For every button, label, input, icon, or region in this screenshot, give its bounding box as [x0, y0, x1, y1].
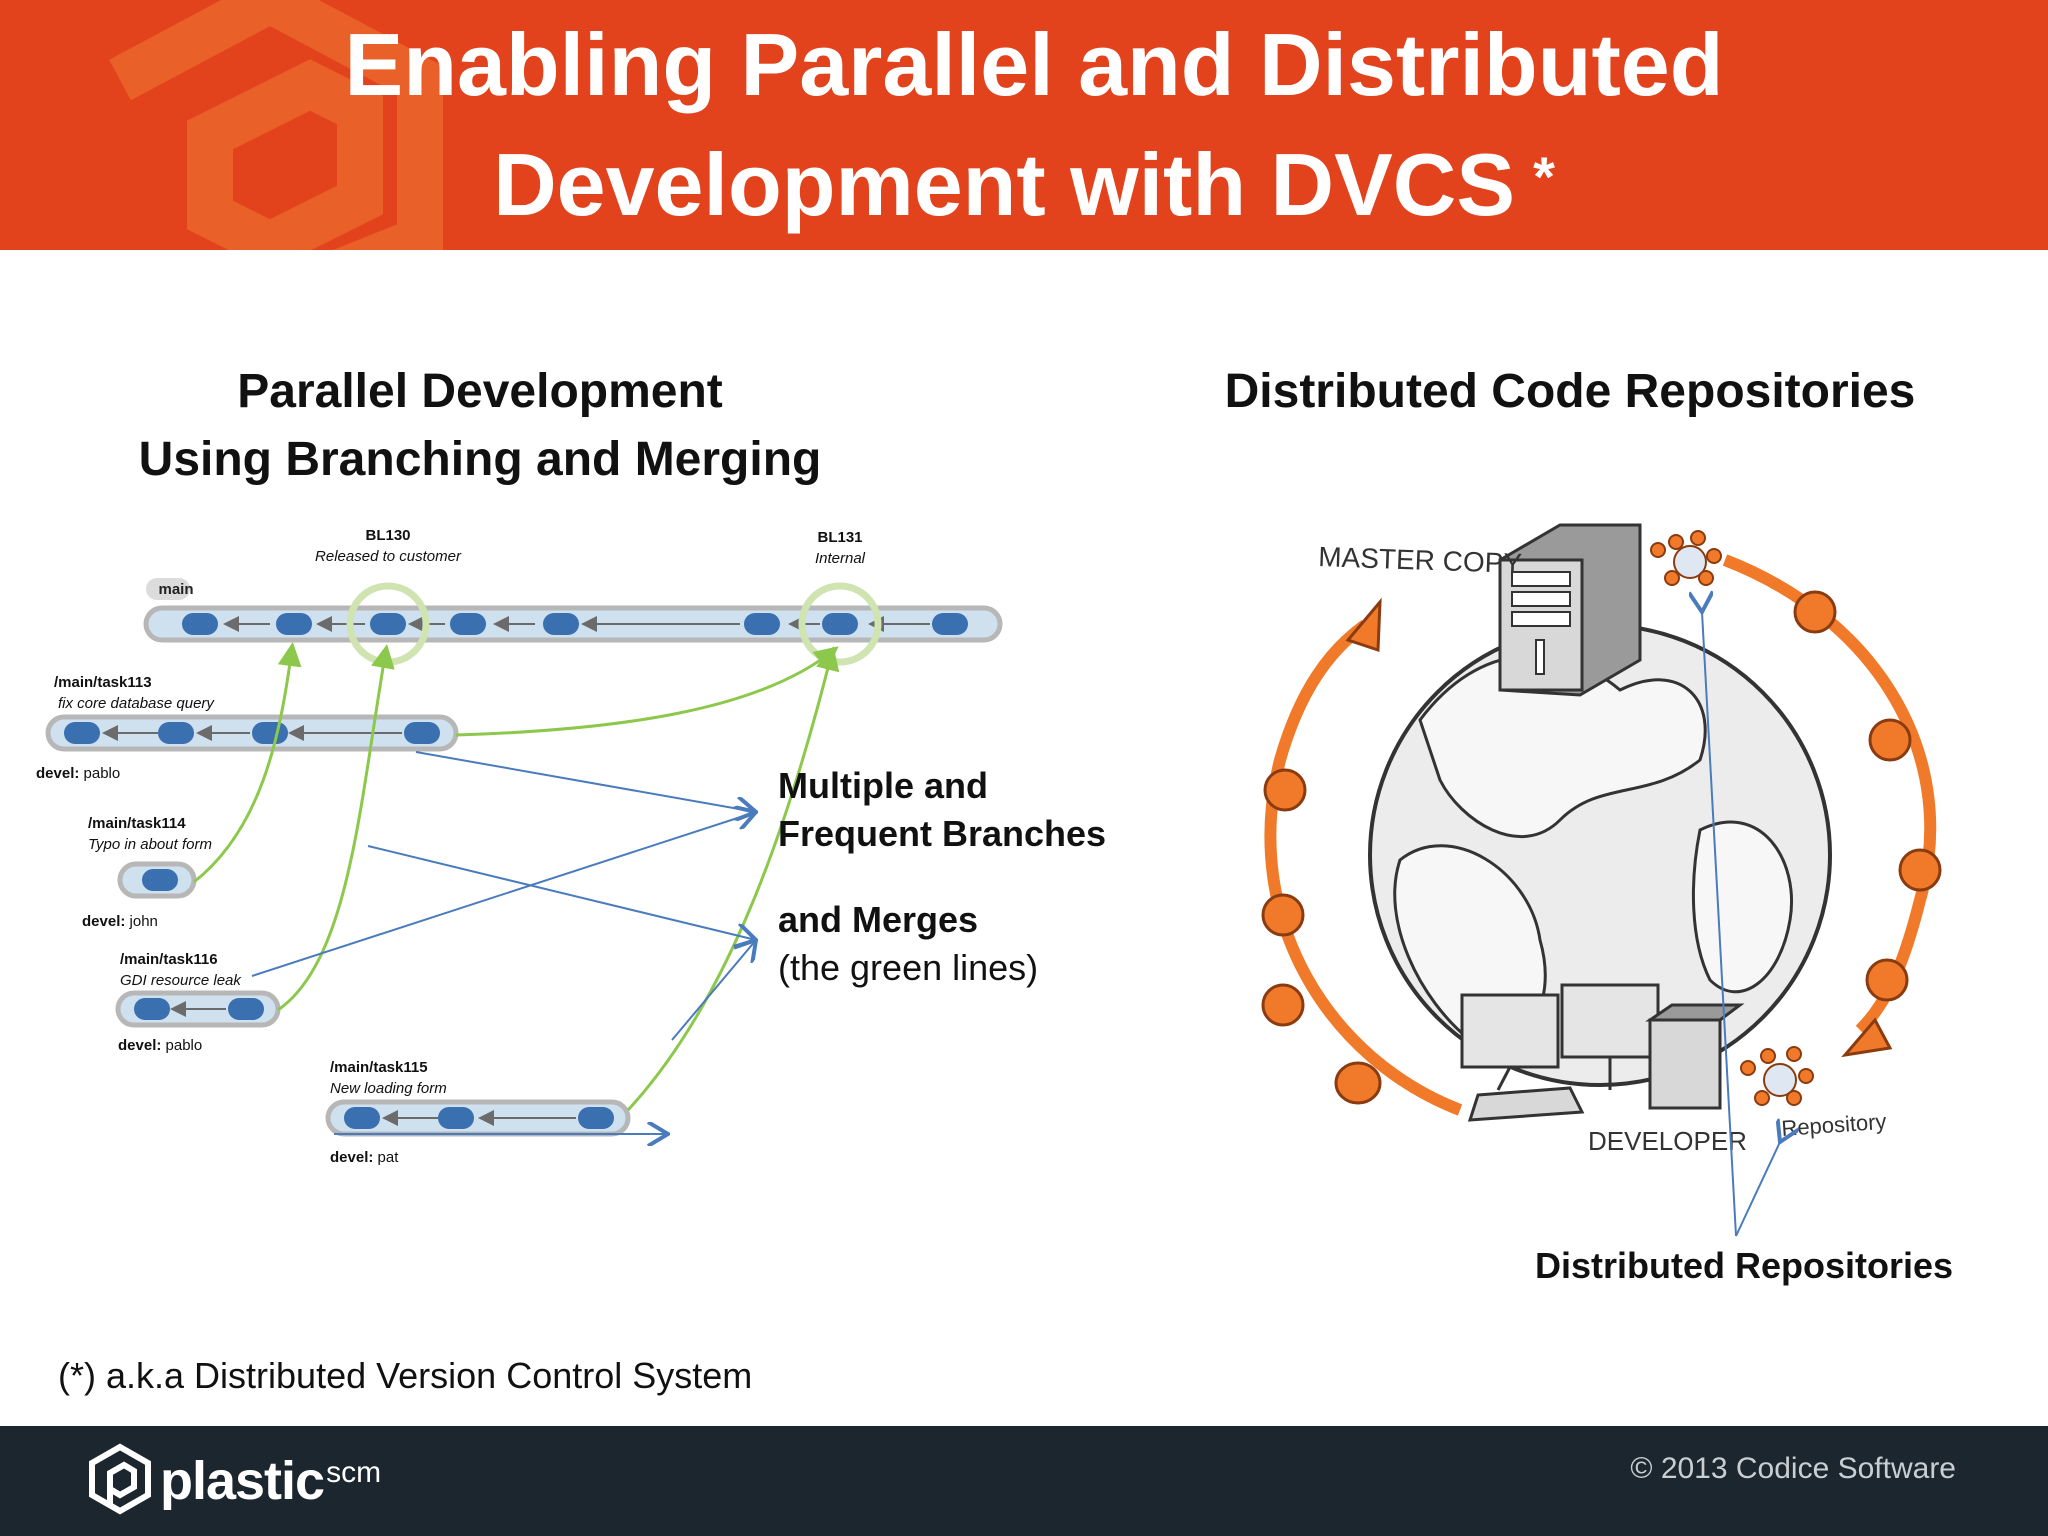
repository-cluster-icon	[1650, 530, 1722, 586]
branches-callout: Multiple and Frequent Branches and Merge…	[778, 762, 1106, 992]
master-copy-label: MASTER COPY	[1318, 541, 1523, 579]
baseline-ring-bl131	[798, 582, 882, 666]
branch-desc: fix core database query	[58, 695, 215, 712]
cycle-arrowhead-icon	[1345, 597, 1382, 653]
title-line-2: Development with DVCS *	[493, 125, 1555, 245]
changeset-node	[252, 722, 288, 744]
callout-arrow	[671, 940, 756, 1041]
branch-developer: devel: pablo	[36, 765, 120, 782]
title-line-2-text: Development with DVCS	[493, 135, 1516, 234]
baseline-name: BL130	[365, 527, 410, 544]
brand-suffix: scm	[326, 1456, 382, 1489]
footer-bar	[0, 1426, 2048, 1536]
merge-line	[193, 642, 302, 884]
branch-path: /main/task115	[330, 1059, 428, 1076]
changeset-node	[744, 613, 780, 635]
callout-line-3: and Merges	[778, 899, 979, 940]
main-tag	[146, 578, 190, 600]
callout-arrow	[367, 845, 756, 940]
changeset-node	[64, 722, 100, 744]
page-title: Enabling Parallel and Distributed Develo…	[0, 0, 2048, 250]
branch-desc: New loading form	[330, 1080, 447, 1097]
right-section-heading: Distributed Code Repositories	[1224, 365, 1916, 418]
merge-line	[277, 644, 395, 1012]
changeset-node	[276, 613, 312, 635]
merge-line	[455, 646, 839, 737]
repository-cluster-icon	[1740, 1046, 1814, 1106]
changeset-node	[543, 613, 579, 635]
branch-path: /main/task116	[120, 951, 218, 968]
left-heading-line-2: Using Branching and Merging	[138, 433, 822, 486]
plastic-logo-watermark	[109, 0, 443, 250]
callout-line-1: Multiple and	[778, 765, 988, 806]
changeset-node	[158, 722, 194, 744]
callout-line-2: Frequent Branches	[778, 813, 1107, 854]
cycle-arrowhead-icon	[1841, 1017, 1893, 1058]
title-line-1: Enabling Parallel and Distributed	[344, 15, 1724, 114]
callout-arrows	[251, 751, 756, 1134]
branch-path: /main/task114	[88, 815, 186, 832]
continent	[1691, 820, 1793, 994]
callout-arrow	[415, 751, 756, 812]
branch-task116: /main/task116 GDI resource leak devel: p…	[115, 951, 281, 1054]
changeset-node	[370, 613, 406, 635]
cycle-beads	[1261, 590, 1942, 1105]
plastic-logo-icon	[89, 1443, 151, 1515]
changeset-node	[404, 722, 440, 744]
header-banner: Enabling Parallel and Distributed Develo…	[0, 0, 2048, 250]
title-asterisk: *	[1533, 145, 1555, 208]
merge-lines	[193, 642, 840, 1112]
callout-line-4: (the green lines)	[778, 947, 1039, 988]
branch-task113: /main/task113 fix core database query de…	[36, 674, 459, 782]
changeset-node	[134, 998, 170, 1020]
repository-pointer-arrows	[1702, 612, 1780, 1237]
master-server-icon	[1498, 523, 1642, 697]
baseline-desc: Released to customer	[315, 548, 462, 565]
changeset-node	[142, 869, 178, 891]
developer-workstation-icon	[1460, 983, 1745, 1122]
branch-main: main	[143, 578, 1003, 666]
branch-developer: devel: john	[82, 913, 158, 930]
changeset-node	[344, 1107, 380, 1129]
changeset-node	[450, 613, 486, 635]
branch-path: /main/task113	[54, 674, 152, 691]
left-heading-line-1: Parallel Development	[237, 365, 723, 418]
branch-developer: devel: pat	[330, 1149, 399, 1166]
branch-task114: /main/task114 Typo in about form devel: …	[82, 815, 212, 930]
baseline-desc: Internal	[815, 550, 866, 567]
developer-label: DEVELOPER	[1588, 1126, 1747, 1156]
branch-developer: devel: pablo	[118, 1037, 202, 1054]
branch-desc: GDI resource leak	[120, 972, 242, 989]
distribution-illustration: MASTER COPY DEVELOPER Repository	[1261, 523, 1942, 1237]
footnote: (*) a.k.a Distributed Version Control Sy…	[58, 1355, 753, 1396]
repository-label: Repository	[1781, 1109, 1888, 1141]
changeset-node	[182, 613, 218, 635]
diagram-canvas: BL130 Released to customer BL131 Interna…	[36, 523, 1942, 1237]
main-label: main	[158, 581, 193, 598]
changeset-node	[228, 998, 264, 1020]
baseline-bl131: BL131 Internal	[815, 529, 866, 567]
merge-line	[626, 646, 840, 1112]
callout-arrow	[251, 812, 756, 977]
brand-name: plastic	[160, 1451, 325, 1511]
copyright-text: © 2013 Codice Software	[1630, 1452, 1956, 1485]
baseline-name: BL131	[817, 529, 862, 546]
distributed-repositories-label: Distributed Repositories	[1535, 1245, 1954, 1286]
baseline-bl130: BL130 Released to customer	[315, 527, 462, 565]
changeset-node	[438, 1107, 474, 1129]
left-section-heading: Parallel Development Using Branching and…	[90, 358, 870, 494]
branch-desc: Typo in about form	[88, 836, 212, 853]
changeset-node	[822, 613, 858, 635]
branch-task115: /main/task115 New loading form devel: pa…	[325, 1059, 631, 1166]
changeset-node	[932, 613, 968, 635]
changeset-node	[578, 1107, 614, 1129]
